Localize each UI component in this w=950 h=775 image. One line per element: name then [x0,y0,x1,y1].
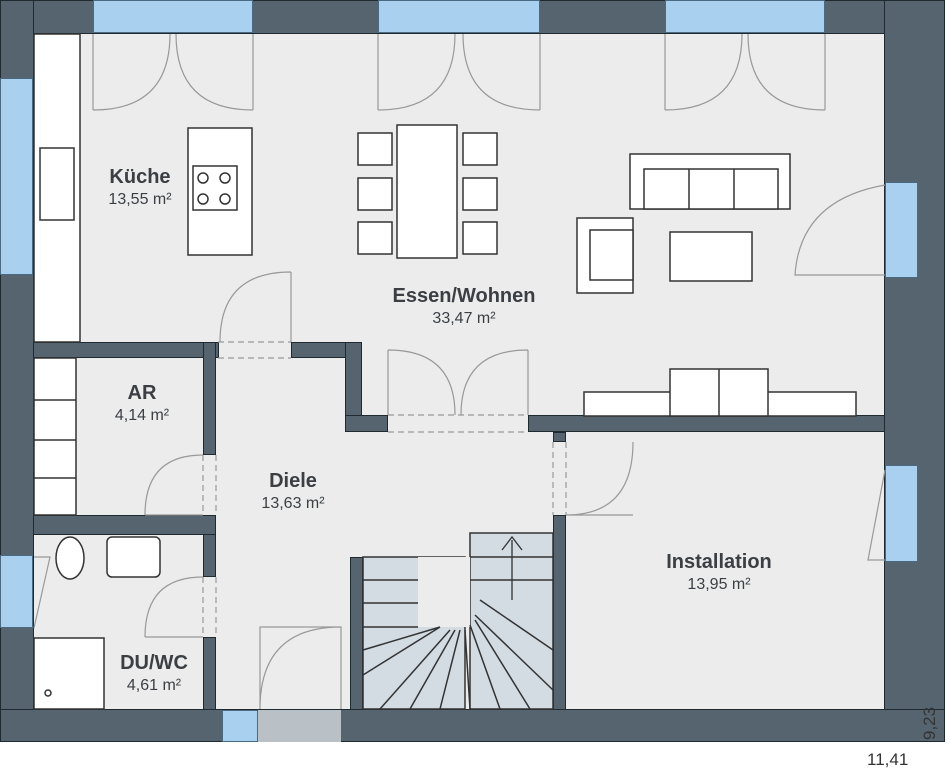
sofa [629,153,791,210]
sink-icon [39,147,75,221]
toilet-icon [55,536,85,580]
staircase [362,532,554,710]
window [93,0,253,33]
wall-ar-wc [33,515,216,535]
room-label-diele: Diele 13,63 m² [261,470,324,513]
room-name: Küche [109,166,171,188]
dining-table [396,124,458,259]
room-area: 4,61 m² [126,677,182,694]
dimension-width: 11,41 [867,750,909,769]
wall-wc-diele [203,637,216,710]
stove-icon [192,165,238,211]
window [378,0,540,33]
wall-ar-diele [203,342,216,455]
room-area: 13,95 m² [687,576,751,593]
room-label-ar: AR 4,14 m² [115,382,169,425]
room-label-kueche: Küche 13,55 m² [108,166,171,209]
shower-icon [33,637,105,710]
room-name: Essen/Wohnen [392,285,536,307]
room-area: 13,63 m² [261,495,325,512]
wall-diele-top2 [345,415,388,432]
entrance-step [258,710,341,742]
room-name: Diele [269,470,317,492]
room-label-du-wc: DU/WC 4,61 m² [120,652,188,695]
washbasin-icon [106,536,161,578]
wall-installation-left-top [553,432,566,442]
window [665,0,825,33]
window [885,465,918,562]
chairs [357,132,498,255]
dimension-depth: 9,23 [920,706,939,740]
doors [33,33,886,710]
room-area: 33,47 m² [432,310,496,327]
outer-wall-right [884,0,945,742]
wall-kitchen-ar [33,342,219,358]
window [0,555,33,628]
room-name: AR [127,382,157,404]
window [885,182,918,278]
window [222,710,258,742]
room-name: DU/WC [120,652,188,674]
sideboard [583,368,857,417]
room-area: 13,55 m² [108,191,172,208]
coffee-table [669,231,753,282]
shelves [33,357,77,516]
room-area: 4,14 m² [114,407,170,424]
window [0,78,33,275]
room-name: Installation [666,551,772,573]
armchair [576,217,634,294]
room-label-installation: Installation 13,95 m² [666,551,772,594]
outer-wall-bottom [0,709,945,742]
room-label-essen-wohnen: Essen/Wohnen 33,47 m² [393,285,536,328]
